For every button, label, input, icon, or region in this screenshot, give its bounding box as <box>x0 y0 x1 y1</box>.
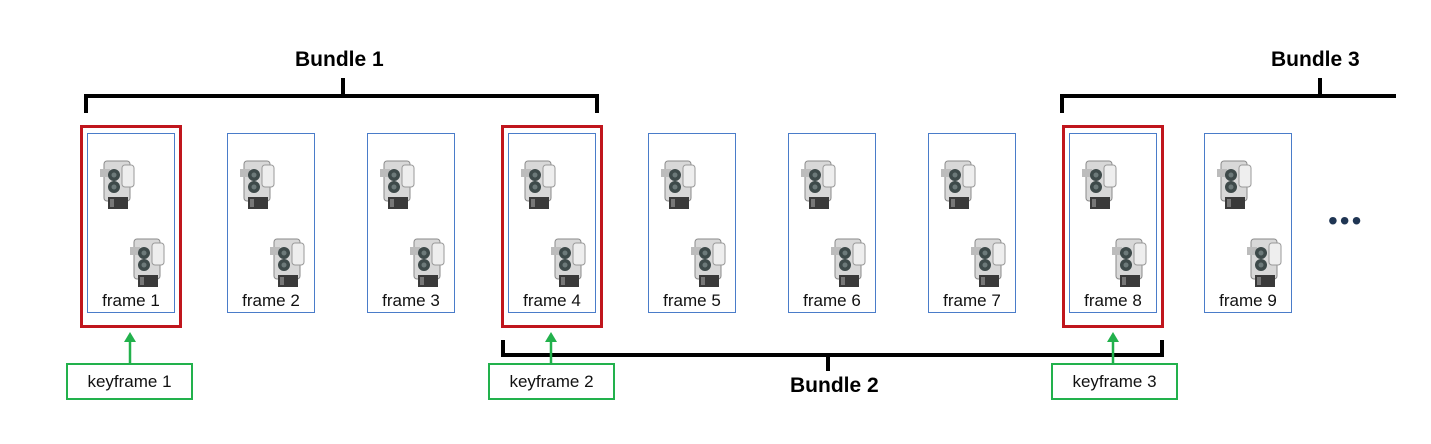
bundle-3-label: Bundle 3 <box>1271 48 1360 71</box>
frame-label: frame 7 <box>943 291 1001 310</box>
camera-icon <box>380 160 415 209</box>
camera-icon <box>130 238 165 287</box>
frame-image <box>801 160 866 287</box>
camera-icon <box>1217 160 1252 209</box>
frame-image <box>941 160 1006 287</box>
frame-panel: frame 6 <box>788 133 876 313</box>
frame-image <box>1082 160 1147 287</box>
keyframe-3-arrowhead <box>1107 332 1119 342</box>
frame-image <box>521 160 586 287</box>
camera-icon <box>270 238 305 287</box>
keyframe-1-box: keyframe 1 <box>66 363 193 400</box>
frame-label: frame 9 <box>1219 291 1277 310</box>
frame-panel: frame 3 <box>367 133 455 313</box>
camera-icon <box>801 160 836 209</box>
frame-panel: frame 1 <box>87 133 175 313</box>
keyframe-2-box: keyframe 2 <box>488 363 615 400</box>
camera-icon <box>551 238 586 287</box>
frame-panel: frame 2 <box>227 133 315 313</box>
camera-icon <box>941 160 976 209</box>
camera-icon <box>661 160 696 209</box>
camera-icon <box>1082 160 1117 209</box>
bundle-2-label: Bundle 2 <box>790 374 879 397</box>
keyframe-outline <box>501 125 603 328</box>
camera-icon <box>1112 238 1147 287</box>
camera-icon <box>691 238 726 287</box>
keyframe-arrows <box>124 332 1119 363</box>
bundle-3-bracket <box>1060 78 1396 113</box>
camera-icon <box>831 238 866 287</box>
frame-panel: frame 4 <box>508 133 596 313</box>
frame-panel: frame 9 <box>1204 133 1292 313</box>
frame-image <box>661 160 726 287</box>
camera-icon <box>410 238 445 287</box>
frame-panel: frame 5 <box>648 133 736 313</box>
frame-panel: frame 7 <box>928 133 1016 313</box>
keyframe-2-arrowhead <box>545 332 557 342</box>
bundle-1-bracket <box>84 78 599 113</box>
frame-image <box>1217 160 1282 287</box>
frame-image <box>380 160 445 287</box>
camera-icon <box>971 238 1006 287</box>
keyframe-outline <box>80 125 182 328</box>
frame-label: frame 5 <box>663 291 721 310</box>
frame-label: frame 3 <box>382 291 440 310</box>
frame-panel: frame 8 <box>1069 133 1157 313</box>
bundle-2-bracket <box>501 340 1164 371</box>
frame-label: frame 8 <box>1084 291 1142 310</box>
continuation-dots: ••• <box>1328 205 1364 236</box>
frame-label: frame 1 <box>102 291 160 310</box>
frame-label: frame 2 <box>242 291 300 310</box>
frame-image <box>100 160 165 287</box>
bundle-1-label: Bundle 1 <box>295 48 384 71</box>
camera-icon <box>240 160 275 209</box>
frame-label: frame 6 <box>803 291 861 310</box>
frame-label: frame 4 <box>523 291 581 310</box>
keyframe-1-arrowhead <box>124 332 136 342</box>
camera-icon <box>1247 238 1282 287</box>
frame-image <box>240 160 305 287</box>
keyframe-3-box: keyframe 3 <box>1051 363 1178 400</box>
camera-icon <box>100 160 135 209</box>
camera-icon <box>521 160 556 209</box>
keyframe-outline <box>1062 125 1164 328</box>
